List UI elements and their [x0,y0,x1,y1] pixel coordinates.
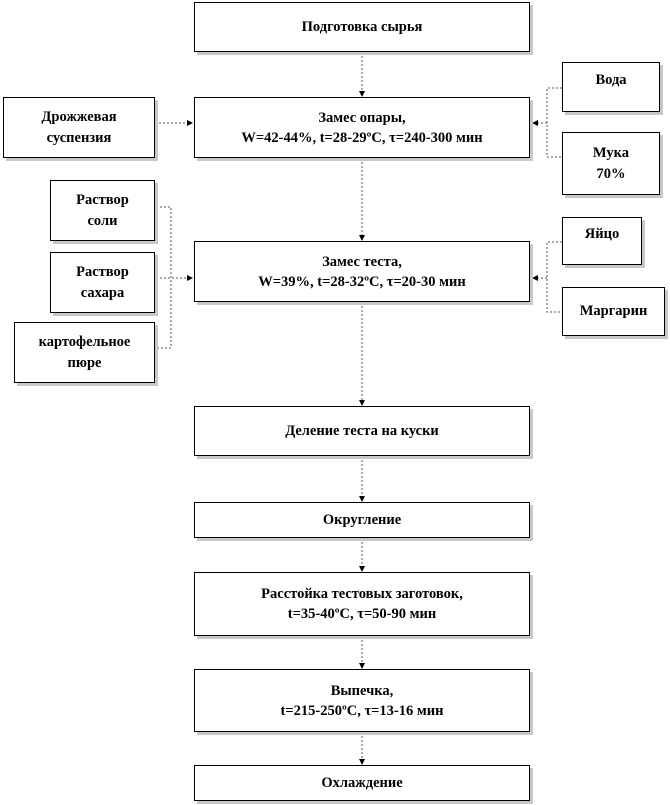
step-cooling-label: Охлаждение [321,775,403,791]
input-yeast-suspension: Дрожжевая суспензия [3,97,155,158]
step-proofing: Расстойка тестовых заготовок, t=35-40ºС,… [194,572,530,636]
step-proofing-title: Расстойка тестовых заготовок, [261,586,463,602]
input-yeast-line2: суспензия [46,129,112,146]
input-egg-label: Яйцо [584,226,620,242]
step-sponge-params: W=42-44%, t=28-29ºС, τ=240-300 мин [241,129,483,146]
step-proofing-params: t=35-40ºС, τ=50-90 мин [287,606,437,622]
input-salt-line1: Раствор [76,191,129,208]
input-yeast-line1: Дрожжевая [41,108,117,125]
step-baking-title: Выпечка, [330,682,394,699]
input-flour: Мука 70% [562,132,660,195]
input-egg: Яйцо [562,217,642,265]
input-margarine: Маргарин [562,287,665,336]
step-baking-params: t=215-250ºС, τ=13-16 мин [280,702,444,719]
step-dough-mixing: Замес теста, W=39%, t=28-32ºС, τ=20-30 м… [194,241,530,302]
input-potato-line1: картофельное [38,333,131,350]
step-sponge-title: Замес опары, [318,109,406,126]
step-raw-materials: Подготовка сырья [194,2,530,52]
step-dough-params: W=39%, t=28-32ºС, τ=20-30 мин [258,273,466,290]
connector-solutions [156,206,172,349]
connector-water-flour [546,87,562,158]
step-cooling: Охлаждение [194,765,530,801]
input-potato-line2: пюре [67,354,102,371]
step-rounding-label: Округление [322,512,402,528]
step-baking: Выпечка, t=215-250ºС, τ=13-16 мин [194,669,530,732]
step-raw-materials-label: Подготовка сырья [301,19,423,35]
input-potato-puree: картофельное пюре [14,322,155,383]
step-sponge-mixing: Замес опары, W=42-44%, t=28-29ºС, τ=240-… [194,97,530,158]
input-flour-line1: Мука [592,144,630,161]
input-sugar-line2: сахара [80,284,125,301]
input-salt-line2: соли [87,212,118,229]
step-dividing-label: Деление теста на куски [285,423,439,439]
input-sugar-solution: Раствор сахара [50,252,155,313]
input-water-label: Вода [595,72,627,88]
input-water: Вода [562,62,660,112]
input-sugar-line1: Раствор [76,263,129,280]
step-rounding: Округление [194,502,530,538]
connector-egg-margarine [546,241,562,313]
input-margarine-label: Маргарин [579,303,648,319]
input-salt-solution: Раствор соли [50,180,155,241]
step-dough-title: Замес теста, [322,253,402,270]
input-flour-line2: 70% [596,165,626,182]
step-dividing: Деление теста на куски [194,406,530,456]
